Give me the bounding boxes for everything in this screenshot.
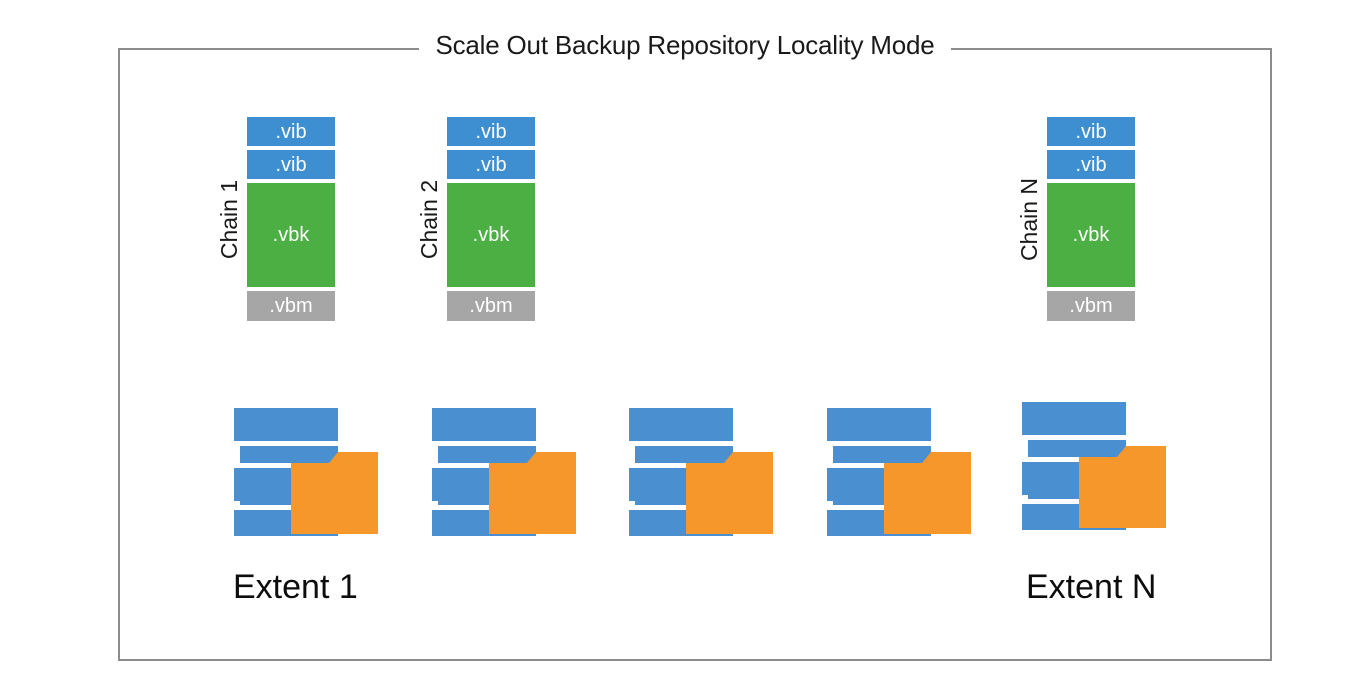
file-block-vib[interactable]: .vib — [1047, 117, 1135, 146]
extent-1-label: Extent 1 — [233, 568, 358, 606]
chain-group-2: Chain 2 .vib .vib .vbk .vbm — [413, 117, 535, 321]
extent-n-label: Extent N — [1026, 568, 1157, 606]
chain-2-label: Chain 2 — [413, 117, 447, 321]
repository-extent-icon[interactable] — [627, 406, 775, 536]
repository-extent-icon[interactable] — [1020, 400, 1168, 530]
repository-extent-icon[interactable] — [430, 406, 578, 536]
file-block-vib[interactable]: .vib — [447, 150, 535, 179]
chain-n-label-text: Chain N — [1016, 177, 1043, 261]
repository-extent-icon[interactable] — [232, 406, 380, 536]
file-block-vbm[interactable]: .vbm — [1047, 291, 1135, 321]
chain-1-label: Chain 1 — [213, 117, 247, 321]
file-block-vbm[interactable]: .vbm — [447, 291, 535, 321]
chain-1-file-stack: .vib .vib .vbk .vbm — [247, 117, 335, 321]
file-block-vib[interactable]: .vib — [447, 117, 535, 146]
chain-2-label-text: Chain 2 — [416, 179, 443, 259]
chain-n-label: Chain N — [1013, 117, 1047, 321]
file-block-vbm[interactable]: .vbm — [247, 291, 335, 321]
file-block-vib[interactable]: .vib — [247, 150, 335, 179]
file-block-vib[interactable]: .vib — [247, 117, 335, 146]
file-block-vib[interactable]: .vib — [1047, 150, 1135, 179]
chain-2-file-stack: .vib .vib .vbk .vbm — [447, 117, 535, 321]
file-block-vbk[interactable]: .vbk — [1047, 183, 1135, 287]
file-block-vbk[interactable]: .vbk — [247, 183, 335, 287]
chain-n-file-stack: .vib .vib .vbk .vbm — [1047, 117, 1135, 321]
chain-group-1: Chain 1 .vib .vib .vbk .vbm — [213, 117, 335, 321]
repository-extent-icon[interactable] — [825, 406, 973, 536]
chain-1-label-text: Chain 1 — [216, 179, 243, 259]
chain-group-n: Chain N .vib .vib .vbk .vbm — [1013, 117, 1135, 321]
file-block-vbk[interactable]: .vbk — [447, 183, 535, 287]
